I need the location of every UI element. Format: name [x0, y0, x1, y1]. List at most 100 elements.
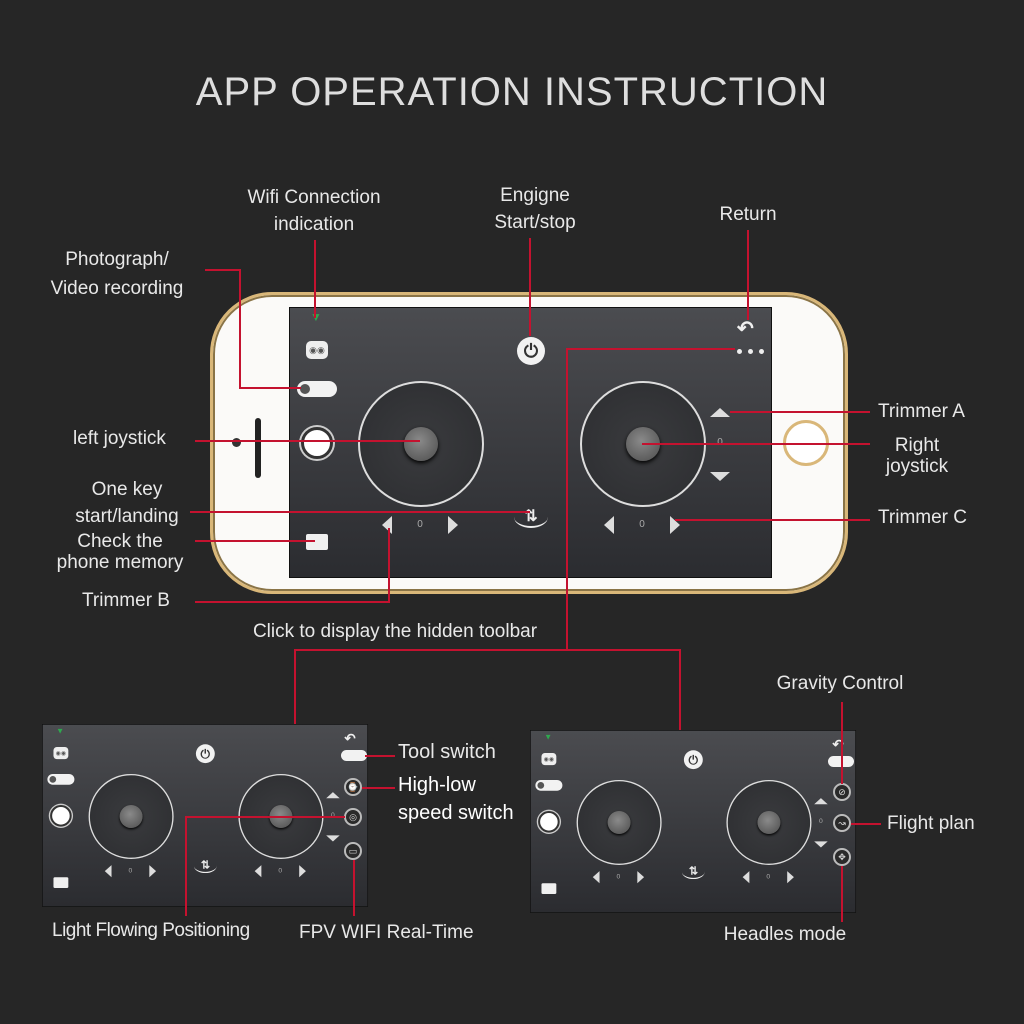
folder-icon[interactable] [541, 883, 557, 895]
app-screen-main: ▼ ◉◉ 0 ⏻ ⇅ 0 0 ↶ [289, 307, 772, 578]
callout-line [195, 440, 420, 442]
power-icon[interactable]: ⏻ [195, 744, 215, 764]
callout-line [185, 816, 187, 916]
wifi-icon: ▼ [544, 732, 553, 742]
label-trimmer-c: Trimmer C [878, 507, 967, 528]
power-icon[interactable]: ⏻ [517, 337, 545, 365]
callout-line [195, 540, 315, 542]
trimmer-a-up[interactable] [814, 798, 828, 805]
callout-line [747, 230, 749, 320]
gravity-control-icon[interactable]: ⊘ [833, 783, 851, 801]
label-wifi-1: Wifi Connection [247, 187, 381, 208]
label-speed-switch-2: speed switch [398, 802, 514, 824]
trimmer-c-left[interactable] [742, 871, 750, 884]
callout-line [388, 528, 390, 603]
label-photo-1: Photograph/ [65, 249, 169, 270]
fpv-icon[interactable]: ▭ [344, 842, 362, 860]
trimmer-c-right[interactable] [299, 865, 306, 878]
trimmer-c-right[interactable] [670, 516, 680, 534]
app-screen-toolbar-b: ▼ ◉◉ 0 ⏻ ⇅ 0 0 ↶ [530, 730, 857, 913]
power-icon[interactable]: ⏻ [683, 750, 703, 770]
label-return: Return [719, 204, 777, 225]
callout-line [185, 816, 345, 818]
label-light-flow: Light Flowing Positioning [52, 920, 250, 941]
trimmer-a-value: 0 [326, 812, 340, 819]
takeoff-landing-icon[interactable]: ⇅ [193, 858, 217, 874]
callout-line [190, 511, 530, 513]
photo-video-toggle[interactable] [47, 773, 75, 785]
right-joystick-knob[interactable] [757, 811, 781, 834]
controller-icon[interactable]: ◉◉ [541, 752, 557, 766]
label-memory-2: phone memory [56, 552, 184, 573]
label-one-key-1: One key [91, 479, 163, 500]
label-right-joystick-1: Right [894, 435, 940, 456]
trimmer-a-up[interactable] [710, 408, 730, 417]
label-memory-1: Check the [77, 531, 163, 552]
folder-icon[interactable] [53, 877, 69, 889]
shutter-button[interactable] [301, 427, 333, 459]
label-flight-plan: Flight plan [887, 813, 975, 834]
return-icon[interactable]: ↶ [737, 318, 754, 340]
wifi-icon: ▼ [56, 726, 65, 736]
trimmer-a-value: 0 [819, 817, 823, 826]
label-engine-1: Engigne [500, 185, 570, 206]
return-icon[interactable]: ↶ [344, 731, 356, 747]
label-trimmer-a: Trimmer A [878, 401, 965, 422]
headless-mode-icon[interactable]: ✥ [833, 848, 851, 866]
callout-line [841, 702, 843, 784]
controller-icon[interactable]: ◉◉ [306, 341, 328, 359]
left-joystick-knob[interactable] [404, 427, 438, 461]
trimmer-a-down[interactable] [326, 835, 340, 842]
flight-plan-icon[interactable]: ↝ [833, 814, 851, 832]
callout-line [841, 866, 843, 922]
label-one-key-2: start/landing [75, 506, 179, 527]
controller-icon[interactable]: ◉◉ [53, 746, 69, 760]
takeoff-landing-icon[interactable]: ⇅ [681, 864, 705, 880]
trimmer-a-down[interactable] [710, 472, 730, 481]
left-joystick-knob[interactable] [607, 811, 631, 834]
speed-switch-icon[interactable]: ⌚ [344, 778, 362, 796]
label-gravity: Gravity Control [776, 673, 904, 694]
more-dots-icon[interactable] [737, 349, 767, 355]
trimmer-c-left[interactable] [254, 865, 262, 878]
photo-video-toggle[interactable] [297, 381, 337, 397]
trimmer-b-value: 0 [128, 867, 133, 875]
trimmer-a-down[interactable] [814, 841, 828, 848]
callout-line [529, 238, 531, 336]
trimmer-c-left[interactable] [604, 516, 614, 534]
tool-switch-toggle[interactable] [341, 750, 367, 761]
label-photo-2: Video recording [50, 278, 184, 299]
trimmer-b-left[interactable] [382, 516, 392, 534]
callout-line [851, 823, 881, 825]
return-icon[interactable]: ↶ [832, 737, 844, 753]
trimmer-a-up[interactable] [326, 792, 340, 799]
label-speed-switch-1: High-low [398, 774, 476, 796]
photo-video-toggle[interactable] [535, 779, 563, 791]
shutter-button[interactable] [538, 811, 560, 833]
trimmer-b-right[interactable] [149, 865, 157, 878]
trimmer-b-value: 0 [417, 519, 423, 530]
label-engine-2: Start/stop [494, 212, 576, 233]
label-fpv: FPV WIFI Real-Time [299, 922, 474, 943]
takeoff-landing-icon[interactable]: ⇅ [514, 506, 548, 528]
trimmer-b-left[interactable] [104, 865, 112, 878]
label-left-joystick: left joystick [73, 428, 166, 449]
shutter-button[interactable] [50, 805, 72, 827]
callout-line [353, 860, 355, 916]
callout-line [314, 240, 316, 318]
trimmer-b-right[interactable] [637, 871, 645, 884]
label-hidden-toolbar: Click to display the hidden toolbar [252, 621, 538, 642]
callout-line [567, 348, 735, 350]
page-title: APP OPERATION INSTRUCTION [195, 70, 829, 114]
phone-camera [232, 438, 241, 447]
callout-line [642, 443, 870, 445]
folder-icon[interactable] [306, 534, 328, 550]
callout-line [195, 601, 390, 603]
left-joystick-knob[interactable] [119, 805, 143, 828]
trimmer-b-left[interactable] [592, 871, 600, 884]
trimmer-b-right[interactable] [448, 516, 458, 534]
trimmer-c-value: 0 [278, 867, 283, 875]
light-flow-icon[interactable]: ◎ [344, 808, 362, 826]
trimmer-c-right[interactable] [787, 871, 794, 884]
label-wifi-2: indication [273, 214, 355, 235]
